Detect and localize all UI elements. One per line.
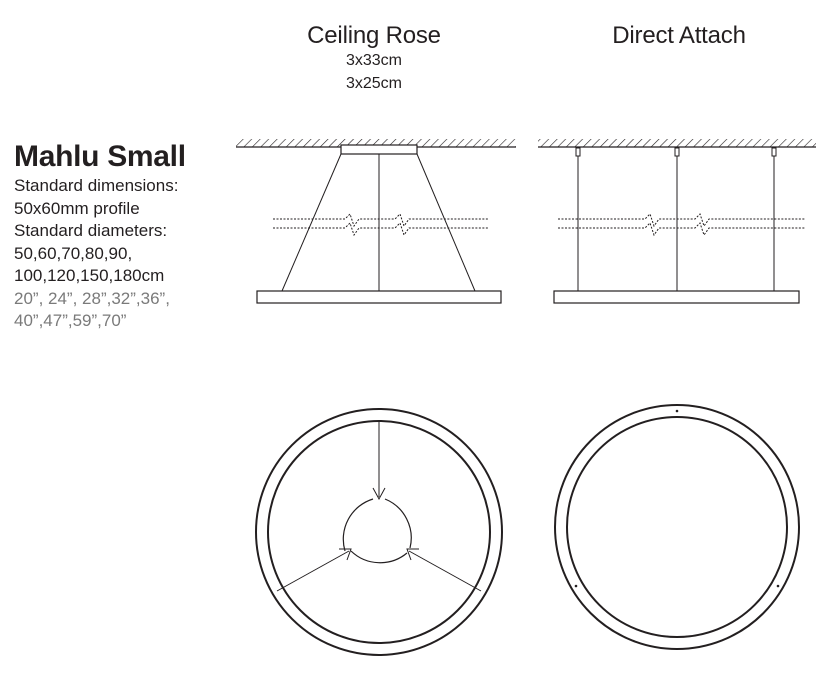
attach-point-right xyxy=(776,584,780,588)
rose-break-mark xyxy=(273,213,488,237)
rose-cable-left xyxy=(281,153,342,292)
anchor-center xyxy=(674,147,680,157)
rose-cable-right xyxy=(416,153,476,292)
ceiling-rose-heading: Ceiling Rose xyxy=(307,22,441,49)
ceiling-rose-side-view xyxy=(236,139,516,304)
direct-ring-inner xyxy=(566,416,788,638)
anchor-right xyxy=(771,147,777,157)
diameters-label: Standard diameters: xyxy=(14,221,168,240)
direct-break-mark xyxy=(558,213,805,237)
ceiling-hatch-left xyxy=(236,139,516,147)
ceiling-rose-plate xyxy=(340,144,418,155)
ceiling-rose-size-2: 3x25cm xyxy=(345,75,403,92)
product-name: Mahlu Small xyxy=(14,140,186,173)
ceiling-hatch-right xyxy=(538,139,816,147)
diameters-inch-line-1: 20”, 24”, 28”,32”,36”, xyxy=(14,288,170,308)
attach-point-top xyxy=(675,409,679,413)
product-specs: Standard dimensions: 50x60mm profile Sta… xyxy=(14,175,178,333)
diameters-cm-line-1: 50,60,70,80,90, xyxy=(14,243,133,263)
attach-point-left xyxy=(574,584,578,588)
rose-arms xyxy=(276,421,482,592)
diameters-inch-line-2: 40”,47”,59”,70” xyxy=(14,311,127,330)
rose-hub xyxy=(342,498,412,564)
anchor-left xyxy=(575,147,581,157)
profile-size: 50x60mm profile xyxy=(14,198,140,218)
rose-ring-profile xyxy=(256,290,502,304)
rose-ring-outer xyxy=(255,408,503,656)
direct-ring-outer xyxy=(554,404,800,650)
direct-attach-heading: Direct Attach xyxy=(612,22,746,49)
ceiling-rose-size-1: 3x33cm xyxy=(345,52,403,69)
diameters-cm-line-2: 100,120,150,180cm xyxy=(14,266,165,285)
ceiling-rose-top-view xyxy=(255,408,503,656)
dimensions-label: Standard dimensions: xyxy=(14,176,179,195)
direct-attach-side-view xyxy=(538,139,816,304)
direct-attach-top-view xyxy=(554,404,800,650)
direct-ring-profile xyxy=(553,290,800,304)
